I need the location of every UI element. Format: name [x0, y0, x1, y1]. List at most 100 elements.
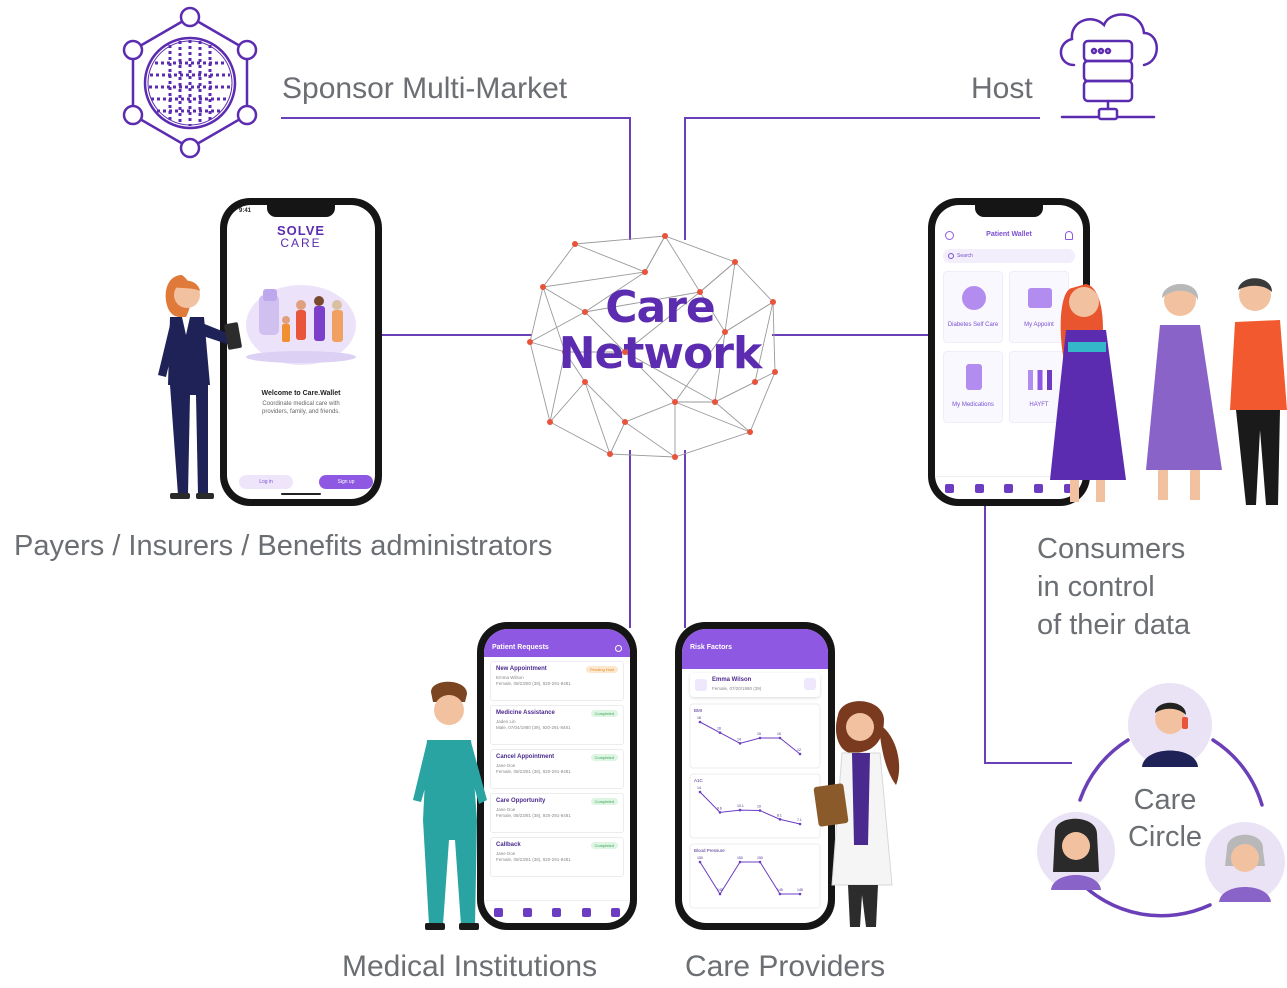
risk-chart-value: 7.1 [797, 818, 802, 822]
wallet-title: Patient Wallet [986, 231, 1032, 238]
settings-icon[interactable] [945, 231, 954, 240]
patient-card[interactable]: Emma Wilson Female, 07/20/1980 (39) [690, 673, 820, 697]
tile-medications-label: My Medications [952, 402, 994, 408]
risk-chart-label: A1C [694, 778, 704, 783]
risk-chart-value: 10.1 [737, 804, 744, 808]
phone-patient-requests: Patient Requests New Appointment Pending… [477, 622, 637, 930]
risk-chart-value: 14 [697, 786, 701, 790]
bell-icon[interactable] [1065, 231, 1073, 240]
care-circle-title: Care Circle [1115, 782, 1215, 856]
bar-chart-icon [1028, 370, 1052, 390]
payers-label: Payers / Insurers / Benefits administrat… [14, 530, 553, 562]
medical-label: Medical Institutions [342, 950, 598, 983]
risk-chart-value: 145 [717, 888, 723, 892]
solve-care-screen: 9:41 SOLVE CARE Welcome to Care.Wallet C… [227, 205, 375, 499]
risk-chart-card [689, 843, 821, 909]
providers-label: Care Providers [685, 950, 886, 983]
risk-chart-point [738, 808, 742, 812]
risk-chart-point [698, 790, 702, 794]
pill-bottle-icon [966, 364, 982, 390]
care-network-line-2: Network [558, 328, 763, 379]
risk-chart-value: 16 [717, 727, 721, 731]
care-circle-line-2: Circle [1127, 821, 1203, 853]
risk-chart-point [698, 720, 702, 724]
request-title: Callback [496, 842, 521, 848]
risk-chart-label: Blood Pressure [694, 848, 725, 853]
wallet-tab-bar [935, 476, 1083, 499]
cloud-server-icon [1059, 13, 1158, 121]
request-title: Care Opportunity [496, 798, 546, 804]
tab-icon[interactable] [1063, 483, 1073, 493]
risk-chart-value: 18 [697, 716, 701, 720]
sponsor-label: Sponsor Multi-Market [282, 72, 568, 105]
status-badge: Completed [590, 798, 618, 805]
request-title: Medicine Assistance [496, 710, 555, 716]
risk-chart-value: 150 [697, 856, 703, 860]
care-circle-avatar-elder [1205, 822, 1285, 902]
phone-risk-factors: Risk Factors Emma Wilson Female, 07/20/1… [675, 622, 835, 930]
risk-chart-card [689, 773, 821, 839]
login-button[interactable]: Log in [239, 475, 293, 489]
welcome-subtitle: Coordinate medical care with providers, … [262, 401, 340, 415]
risk-chart-point [778, 818, 782, 821]
family-illustration [246, 285, 356, 365]
risk-chart-label: BMI [694, 708, 702, 713]
signup-button[interactable]: Sign up [319, 475, 373, 489]
phone-notch [974, 205, 1044, 217]
care-circle-avatar-woman [1037, 812, 1115, 890]
tab-icon[interactable] [581, 907, 591, 917]
requests-tab-bar [484, 900, 630, 923]
risk-chart-point [798, 822, 802, 826]
phone-call-icon[interactable] [804, 678, 816, 690]
risk-chart-value: 8.1 [777, 813, 782, 817]
tab-icon[interactable] [610, 907, 620, 917]
tile-diabetes[interactable]: Diabetes Self Care [943, 271, 1003, 343]
status-badge: Completed [590, 754, 618, 761]
risk-chart-value: 15 [757, 732, 761, 736]
care-network-title: Care Network [540, 285, 780, 377]
risk-chart-point [738, 742, 742, 745]
request-item[interactable]: New Appointment Pending Host Emma Wilson… [490, 661, 624, 701]
search-placeholder: Search [957, 253, 973, 259]
tab-icon[interactable] [552, 907, 562, 917]
consumers-line-3: of their data [1037, 609, 1191, 641]
tile-medications[interactable]: My Medications [943, 351, 1003, 423]
tile-appointments[interactable]: My Appoint [1009, 271, 1069, 343]
risk-chart-point [798, 752, 802, 756]
solve-care-logo: SOLVE CARE [227, 223, 375, 250]
risk-chart-line [699, 791, 801, 825]
risk-factors-screen: Risk Factors Emma Wilson Female, 07/20/1… [682, 629, 828, 923]
welcome-title: Welcome to Care.Wallet [261, 390, 341, 397]
search-icon [948, 253, 954, 259]
search-icon[interactable] [615, 645, 622, 652]
tab-icon[interactable] [1004, 483, 1014, 493]
risk-chart-value: 145 [797, 888, 803, 892]
nurse-illustration [413, 681, 487, 930]
consumers-label: Consumers in control of their data [1037, 530, 1190, 644]
tab-icon[interactable] [494, 907, 504, 917]
tab-icon[interactable] [945, 483, 955, 493]
care-network-line-1: Care [605, 282, 716, 333]
tab-icon[interactable] [974, 483, 984, 493]
avatar [695, 679, 707, 691]
risk-chart-point [698, 860, 702, 864]
risk-chart-value: 150 [757, 856, 763, 860]
care-circle-avatar-man [1128, 683, 1212, 767]
tab-icon[interactable] [523, 907, 533, 917]
tab-icon[interactable] [1034, 483, 1044, 493]
risk-chart-value: 12 [797, 748, 801, 752]
host-label: Host [971, 72, 1033, 105]
payer-woman-illustration [158, 275, 242, 499]
risk-chart-value: 9.6 [717, 806, 722, 810]
wallet-search-input[interactable]: Search [943, 249, 1075, 263]
consumers-illustration [1050, 278, 1287, 505]
patient-detail: Female, 07/20/1980 (39) [712, 686, 762, 691]
status-time: 9:41 [239, 208, 252, 214]
